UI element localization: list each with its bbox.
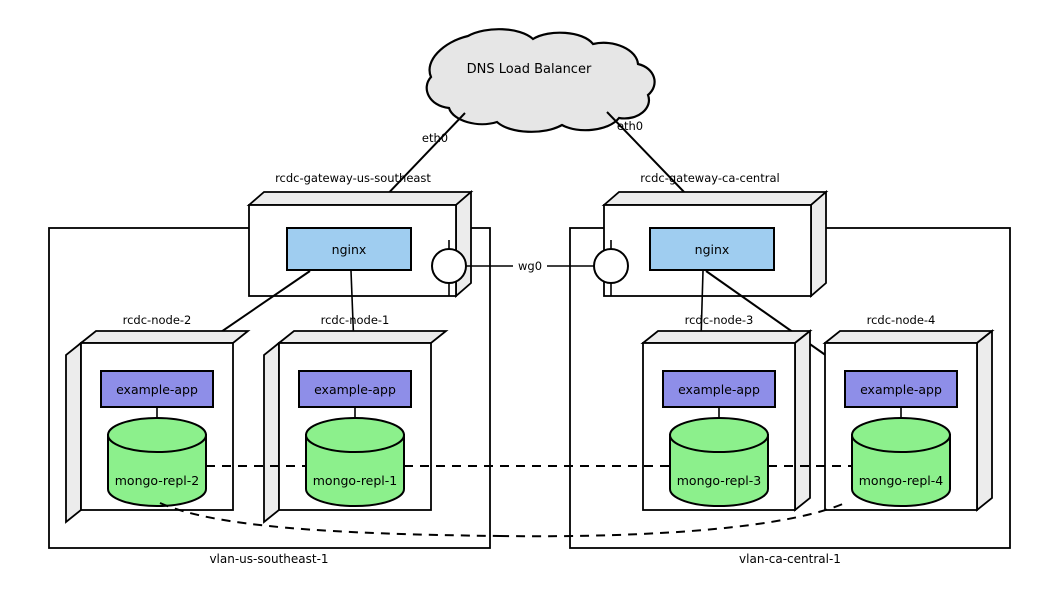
gateway-us-southeast-label: rcdc-gateway-us-southeast <box>275 171 431 185</box>
nginx-label-right: nginx <box>695 242 730 257</box>
gateway-ca-central[interactable]: rcdc-gateway-ca-central nginx <box>601 171 829 298</box>
nginx-label-left: nginx <box>332 242 367 257</box>
app-label-node-3: example-app <box>678 382 760 397</box>
nginx-service-us-southeast[interactable]: nginx <box>286 227 412 271</box>
gateway-ca-central-label: rcdc-gateway-ca-central <box>640 171 779 185</box>
vlan-us-southeast-label: vlan-us-southeast-1 <box>209 552 328 566</box>
db-mongo-repl-3[interactable]: mongo-repl-3 <box>669 417 769 507</box>
node-rcdc-node-3-label: rcdc-node-3 <box>685 313 754 327</box>
vlan-ca-central-label: vlan-ca-central-1 <box>739 552 841 566</box>
db-label-node-1: mongo-repl-1 <box>313 473 398 488</box>
app-example-app-node-3[interactable]: example-app <box>662 370 776 408</box>
wg0-endpoint-left-icon[interactable] <box>431 248 467 284</box>
eth0-right-label: eth0 <box>617 119 643 133</box>
wg0-label: wg0 <box>518 259 542 273</box>
app-label-node-4: example-app <box>860 382 942 397</box>
app-label-node-1: example-app <box>314 382 396 397</box>
db-mongo-repl-4[interactable]: mongo-repl-4 <box>851 417 951 507</box>
wg0-tunnel: wg0 <box>431 240 629 296</box>
node-rcdc-node-4-label: rcdc-node-4 <box>867 313 936 327</box>
app-example-app-node-4[interactable]: example-app <box>844 370 958 408</box>
gateway-us-southeast[interactable]: rcdc-gateway-us-southeast nginx <box>246 171 474 298</box>
db-mongo-repl-2[interactable]: mongo-repl-2 <box>107 417 207 507</box>
app-example-app-node-2[interactable]: example-app <box>100 370 214 408</box>
node-rcdc-node-3[interactable]: rcdc-node-3 example-app mongo-repl-3 <box>640 313 813 512</box>
node-rcdc-node-2[interactable]: rcdc-node-2 example-app mongo-repl-2 <box>65 313 251 524</box>
app-example-app-node-1[interactable]: example-app <box>298 370 412 408</box>
db-mongo-repl-1[interactable]: mongo-repl-1 <box>305 417 405 507</box>
nginx-service-ca-central[interactable]: nginx <box>649 227 775 271</box>
cloud-label: DNS Load Balancer <box>467 62 592 77</box>
mongo-replication-links <box>159 465 852 538</box>
db-label-node-3: mongo-repl-3 <box>677 473 762 488</box>
db-label-node-4: mongo-repl-4 <box>859 473 944 488</box>
node-rcdc-node-4[interactable]: rcdc-node-4 example-app mongo-repl-4 <box>822 313 995 512</box>
node-rcdc-node-1[interactable]: rcdc-node-1 example-app mongo-repl-1 <box>263 313 449 524</box>
node-rcdc-node-2-label: rcdc-node-2 <box>123 313 192 327</box>
eth0-left-label: eth0 <box>422 131 448 145</box>
wg0-endpoint-right-icon[interactable] <box>593 248 629 284</box>
app-label-node-2: example-app <box>116 382 198 397</box>
dns-load-balancer-cloud[interactable]: DNS Load Balancer <box>425 28 656 133</box>
node-rcdc-node-1-label: rcdc-node-1 <box>321 313 390 327</box>
db-label-node-2: mongo-repl-2 <box>115 473 200 488</box>
